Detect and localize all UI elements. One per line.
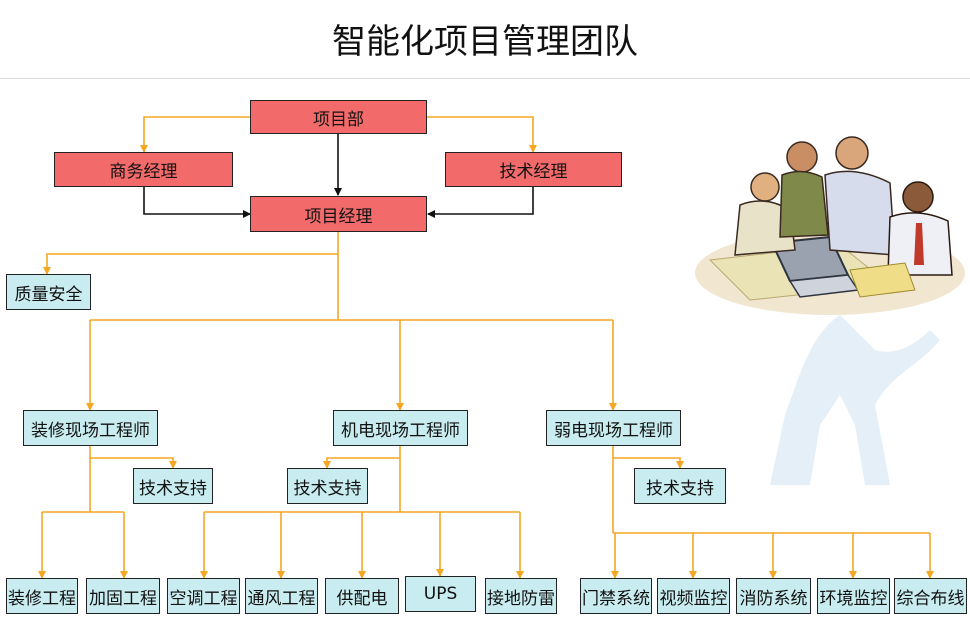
leaf-node: 消防系统 — [736, 578, 811, 614]
node-business-manager: 商务经理 — [54, 152, 233, 187]
leaf-node: 视频监控 — [657, 578, 730, 614]
team-meeting-illustration — [695, 136, 965, 485]
leaf-node: 综合布线 — [894, 578, 967, 614]
leaf-node: 空调工程 — [167, 578, 240, 614]
leaf-node: 门禁系统 — [580, 578, 652, 614]
node-project-dept: 项目部 — [250, 100, 427, 134]
node-weak-current-engineer: 弱电现场工程师 — [546, 410, 681, 446]
node-project-manager: 项目经理 — [250, 196, 427, 232]
leaf-node: 装修工程 — [6, 578, 78, 614]
leaf-node: 供配电 — [325, 578, 399, 614]
node-mep-engineer: 机电现场工程师 — [333, 410, 468, 446]
leaf-node: 加固工程 — [86, 578, 160, 614]
title-divider — [0, 78, 970, 79]
node-decoration-engineer: 装修现场工程师 — [23, 410, 158, 446]
node-quality-safety: 质量安全 — [6, 274, 91, 310]
node-tech-support: 技术支持 — [287, 468, 368, 504]
node-tech-manager: 技术经理 — [445, 152, 622, 187]
leaf-node: UPS — [405, 576, 476, 612]
leaf-node: 通风工程 — [245, 578, 318, 614]
leaf-node: 环境监控 — [817, 578, 890, 614]
node-tech-support: 技术支持 — [634, 468, 726, 504]
page-title: 智能化项目管理团队 — [332, 22, 638, 62]
node-tech-support: 技术支持 — [133, 468, 213, 504]
leaf-node: 接地防雷 — [485, 578, 557, 614]
